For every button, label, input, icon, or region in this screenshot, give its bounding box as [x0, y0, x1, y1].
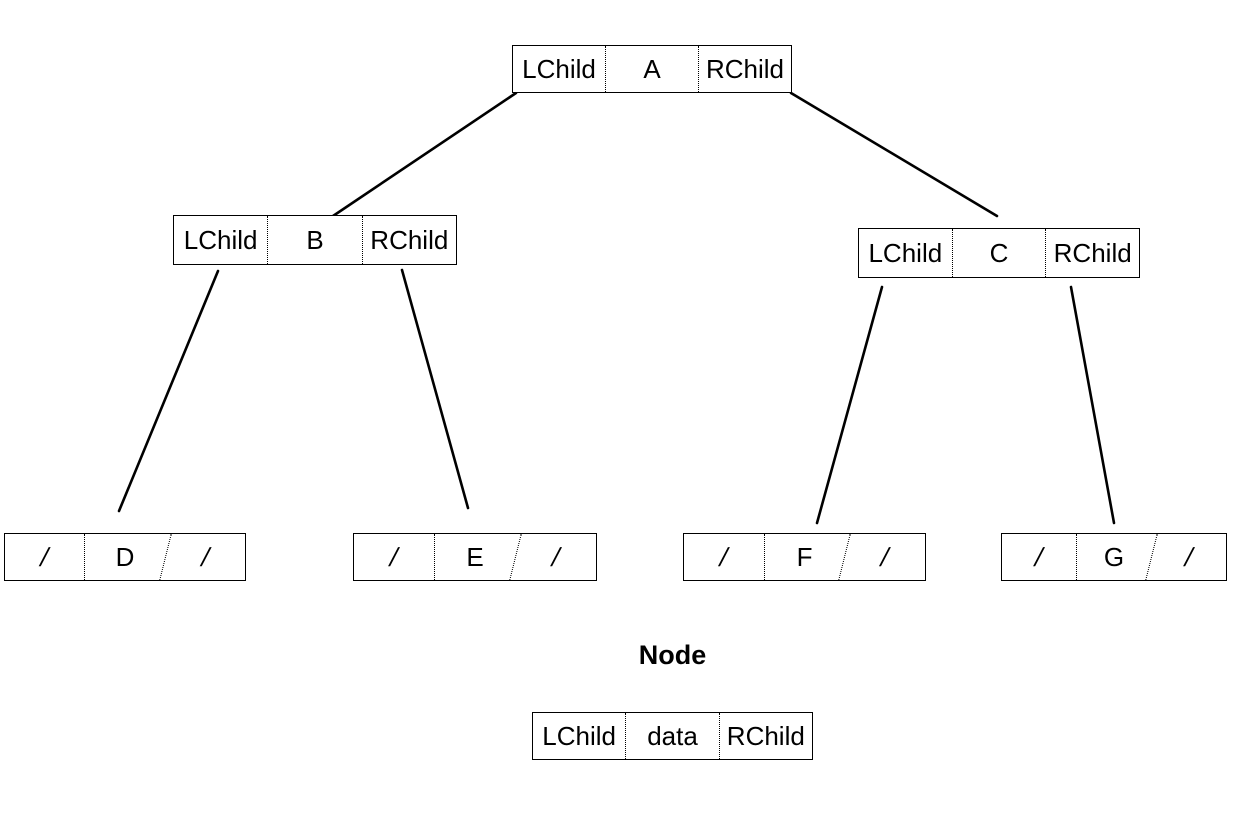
tree-node-g: / G / — [1001, 533, 1232, 581]
tree-node-e: / E / — [353, 533, 602, 581]
edge-c-lchild-to-f — [815, 285, 884, 525]
edge-b-lchild-to-d — [117, 269, 220, 513]
tree-node-c: LChild C RChild — [858, 228, 1140, 278]
tree-node-a: LChild A RChild — [512, 45, 792, 93]
tree-node-b: LChild B RChild — [173, 215, 457, 265]
node-f-data-value: F — [763, 534, 845, 580]
node-c-lchild-pointer: LChild — [868, 238, 943, 268]
node-e-null-lchild: / — [386, 542, 402, 572]
node-d-data-value: D — [84, 534, 164, 580]
tree-node-d: / D / — [4, 533, 251, 581]
node-c-rchild-pointer: RChild — [1045, 229, 1139, 277]
node-g-data-value: G — [1076, 534, 1151, 580]
legend-data-cell: data — [625, 713, 718, 759]
node-b-lchild-pointer: LChild — [183, 225, 258, 255]
node-d-null-rchild: / — [158, 534, 251, 580]
node-d-null-lchild: / — [37, 542, 53, 572]
node-g-null-rchild: / — [1145, 534, 1232, 580]
edge-c-rchild-to-g — [1069, 285, 1116, 525]
node-g-null-lchild: / — [1031, 542, 1047, 572]
edge-b-rchild-to-e — [400, 268, 470, 510]
node-a-rchild-pointer: RChild — [698, 46, 791, 92]
node-e-data-value: E — [434, 534, 515, 580]
node-e-null-rchild: / — [509, 534, 602, 580]
legend-title: Node — [638, 640, 707, 670]
legend-rchild-cell: RChild — [718, 713, 812, 759]
edge-a-rchild-to-c — [789, 91, 999, 218]
node-f-null-lchild: / — [716, 542, 732, 572]
node-a-lchild-pointer: LChild — [522, 54, 596, 84]
node-c-data-value: C — [951, 229, 1046, 277]
node-b-rchild-pointer: RChild — [361, 216, 456, 264]
node-a-data-value: A — [605, 46, 698, 92]
node-b-data-value: B — [267, 216, 361, 264]
legend-lchild-cell: LChild — [542, 721, 617, 751]
legend-node-structure: LChild data RChild — [532, 712, 813, 760]
edge-a-lchild-to-b — [331, 91, 518, 218]
node-f-null-rchild: / — [838, 534, 931, 580]
tree-node-f: / F / — [683, 533, 931, 581]
